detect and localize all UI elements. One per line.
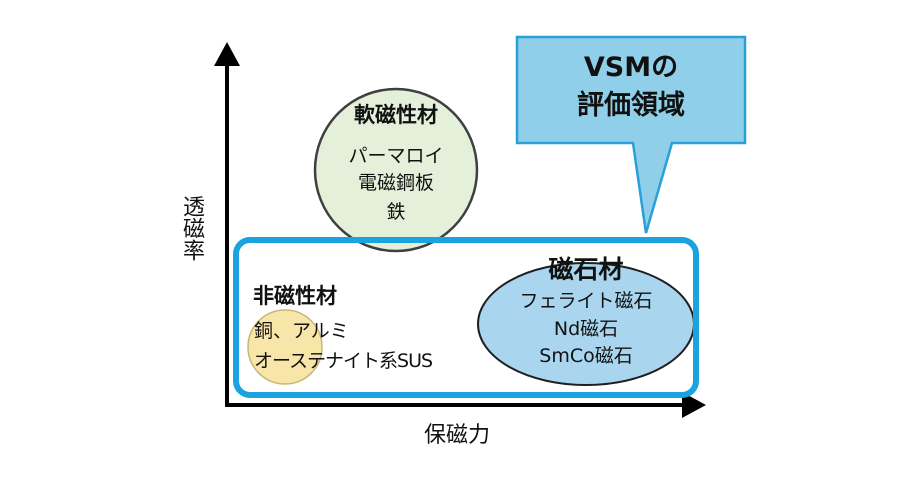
y-axis-arrowhead [214, 42, 240, 66]
soft-magnetic-item: パーマロイ [348, 145, 444, 167]
non-magnetic-title: 非磁性材 [253, 284, 337, 308]
vsm-evaluation-region [233, 237, 699, 398]
magnet-item: SmCo磁石 [539, 345, 633, 367]
soft-magnetic-title: 軟磁性材 [354, 103, 438, 127]
x-axis-label: 保磁力 [423, 423, 491, 448]
y-axis-label: 透磁率 [179, 195, 204, 261]
x-axis-arrowhead [682, 392, 706, 418]
non-magnetic-item: オーステナイト系SUS [254, 350, 433, 372]
magnet-title: 磁石材 [548, 255, 624, 284]
non-magnetic-item: 銅、アルミ [254, 320, 349, 342]
magnet-item: フェライト磁石 [519, 290, 653, 312]
callout-shape [515, 35, 747, 234]
callout-line-1: VSMの [583, 52, 679, 83]
magnet-item: Nd磁石 [553, 318, 619, 340]
non-magnetic-region [247, 309, 323, 385]
callout-line-2: 評価領域 [577, 90, 685, 121]
soft-magnetic-region [313, 87, 479, 253]
soft-magnetic-item: 電磁鋼板 [357, 172, 435, 194]
soft-magnetic-item: 鉄 [386, 201, 406, 223]
